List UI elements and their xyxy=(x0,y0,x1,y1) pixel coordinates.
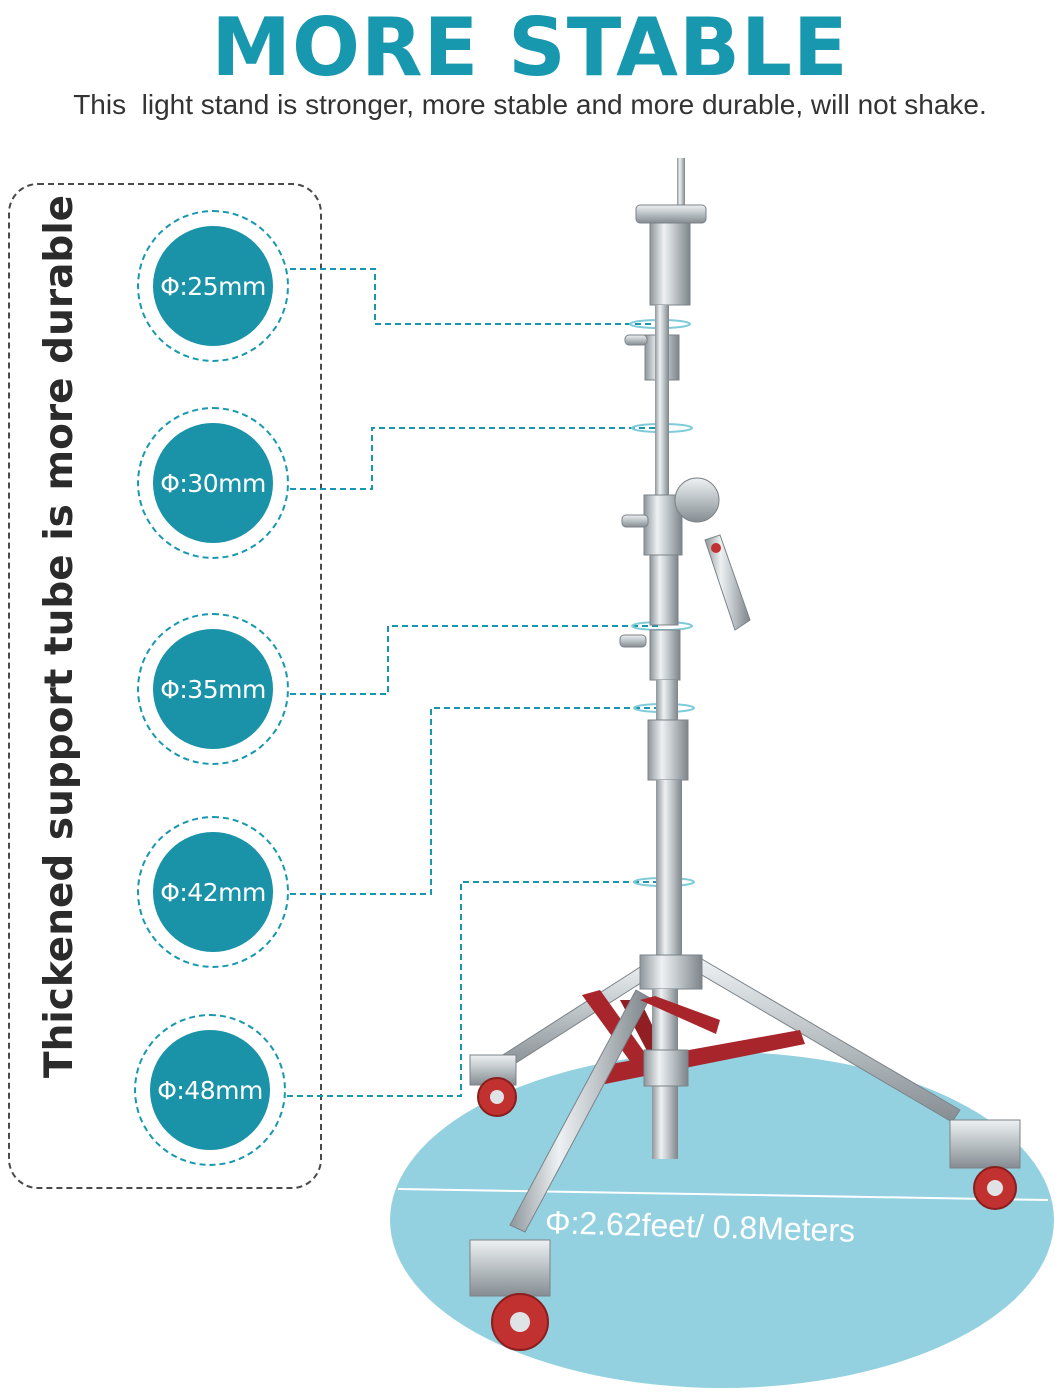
connector-25mm xyxy=(290,268,658,325)
badge-text: Φ:30mm xyxy=(160,468,266,498)
page-subtitle: This light stand is stronger, more stabl… xyxy=(73,89,987,120)
connector-30mm xyxy=(290,427,658,490)
diameter-badge-48mm: Φ:48mm xyxy=(134,1014,286,1166)
page-title: MORE STABLE xyxy=(211,1,849,94)
tube-diameter-panel xyxy=(8,183,322,1189)
caster-wheels xyxy=(469,1054,1021,1351)
connector-42mm xyxy=(290,707,658,895)
badge-text: Φ:42mm xyxy=(160,877,266,907)
stand-column xyxy=(635,158,707,1159)
base-footprint-disc xyxy=(390,1052,1054,1388)
diameter-badge-25mm: Φ:25mm xyxy=(137,210,289,362)
stand-knobs xyxy=(619,334,751,648)
caster-wheel-right xyxy=(949,1119,1021,1210)
badge-text: Φ:48mm xyxy=(157,1075,263,1105)
front-leg xyxy=(509,989,720,1233)
caster-wheel-front xyxy=(469,1239,551,1351)
diameter-badge-42mm: Φ:42mm xyxy=(137,816,289,968)
connector-lines xyxy=(287,268,658,1097)
diameter-badge-35mm: Φ:35mm xyxy=(137,613,289,765)
connector-48mm xyxy=(287,881,658,1097)
caster-wheel-left xyxy=(469,1054,517,1117)
base-diameter-line xyxy=(397,1188,1049,1201)
diameter-badge-30mm: Φ:30mm xyxy=(137,407,289,559)
connector-35mm xyxy=(290,625,658,695)
badge-text: Φ:35mm xyxy=(160,674,266,704)
badge-text: Φ:25mm xyxy=(160,271,266,301)
